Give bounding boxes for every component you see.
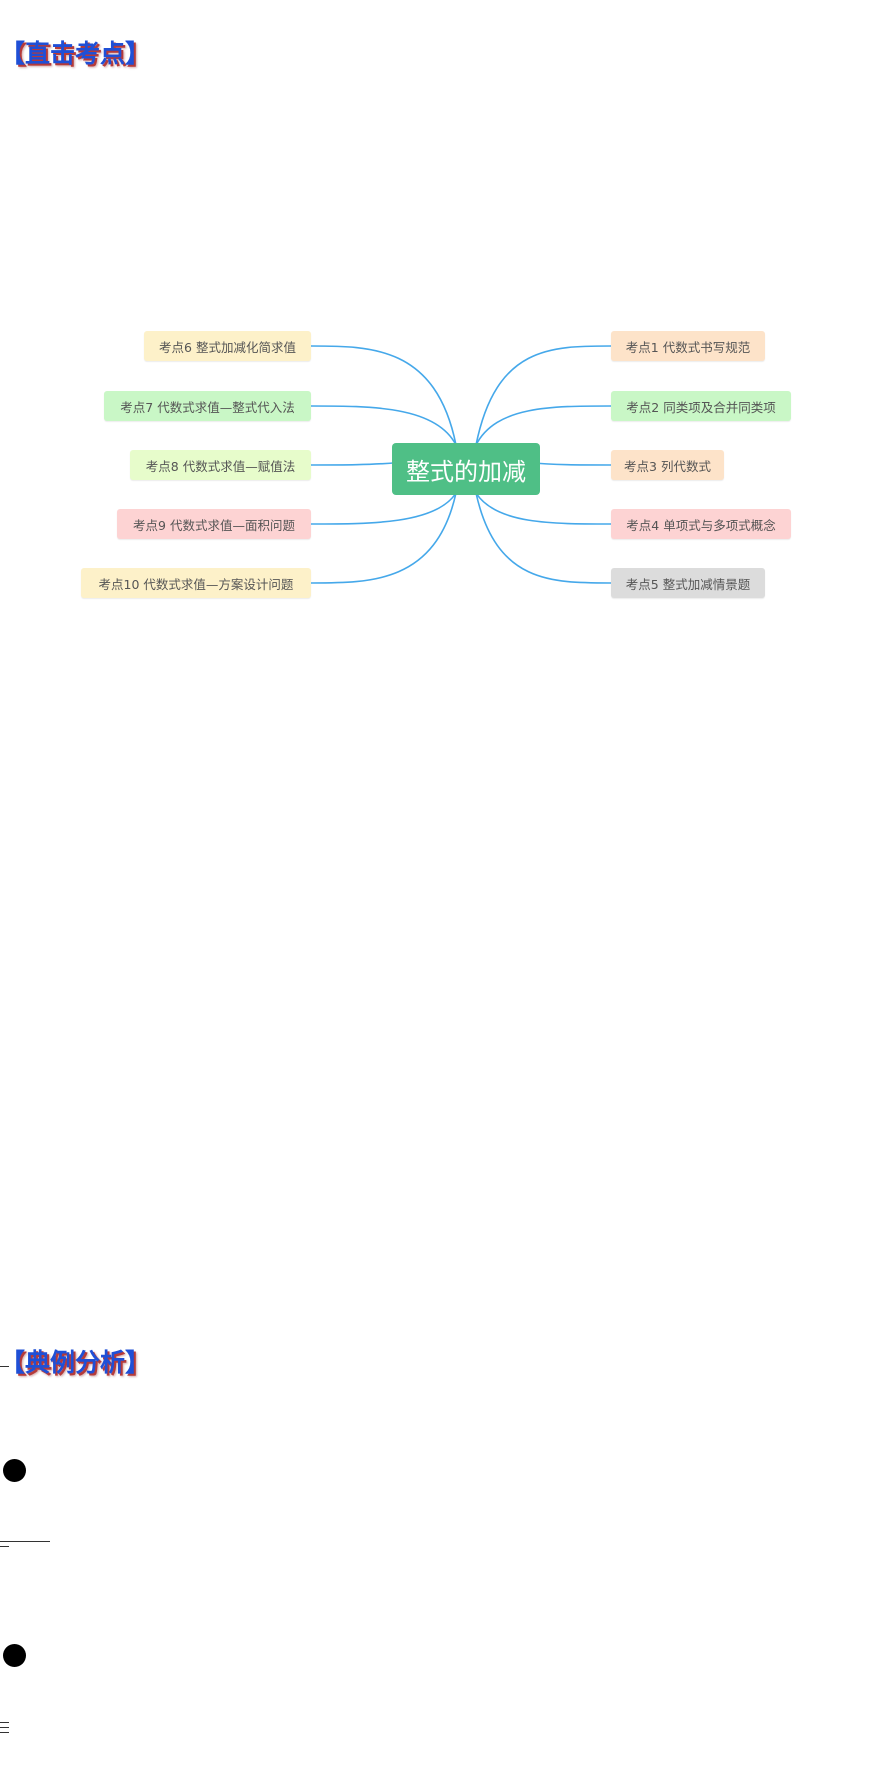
branch-line-left (310, 345, 457, 446)
section-heading-key-points: 【直击考点】 (0, 39, 151, 68)
mind-map: 整式的加减 考点6 整式加减化简求值 考点7 代数式求值—整式代入法 考点8 代… (0, 0, 893, 700)
section-heading-example-analysis: 【典例分析】 (0, 1348, 151, 1377)
branch-line-right (475, 345, 612, 446)
topic-node-1: 考点1 代数式书写规范 (611, 331, 765, 361)
list-bullet (3, 1644, 26, 1667)
topic-node-5: 考点5 整式加减情景题 (611, 568, 765, 598)
underline-mark (0, 1722, 9, 1723)
branch-line-right (475, 492, 612, 584)
topic-node-3: 考点3 列代数式 (611, 450, 724, 480)
underline-mark (0, 1546, 9, 1547)
branch-line-right (475, 492, 612, 525)
list-bullet (3, 1459, 26, 1482)
underline-mark (0, 1727, 9, 1728)
branch-line-left (310, 405, 457, 446)
topic-node-8: 考点8 代数式求值—赋值法 (130, 450, 311, 480)
topic-node-4: 考点4 单项式与多项式概念 (611, 509, 791, 539)
branch-line-left (310, 492, 457, 584)
mind-map-center-node: 整式的加减 (392, 443, 540, 495)
underline-mark (0, 1366, 9, 1367)
topic-node-10: 考点10 代数式求值—方案设计问题 (81, 568, 311, 598)
branch-line-left (310, 492, 457, 525)
topic-node-2: 考点2 同类项及合并同类项 (611, 391, 791, 421)
topic-node-6: 考点6 整式加减化简求值 (144, 331, 311, 361)
branch-line-right (475, 405, 612, 446)
topic-node-9: 考点9 代数式求值—面积问题 (117, 509, 311, 539)
answer-blank-line (0, 1541, 50, 1542)
underline-mark (0, 1732, 9, 1733)
topic-node-7: 考点7 代数式求值—整式代入法 (104, 391, 311, 421)
